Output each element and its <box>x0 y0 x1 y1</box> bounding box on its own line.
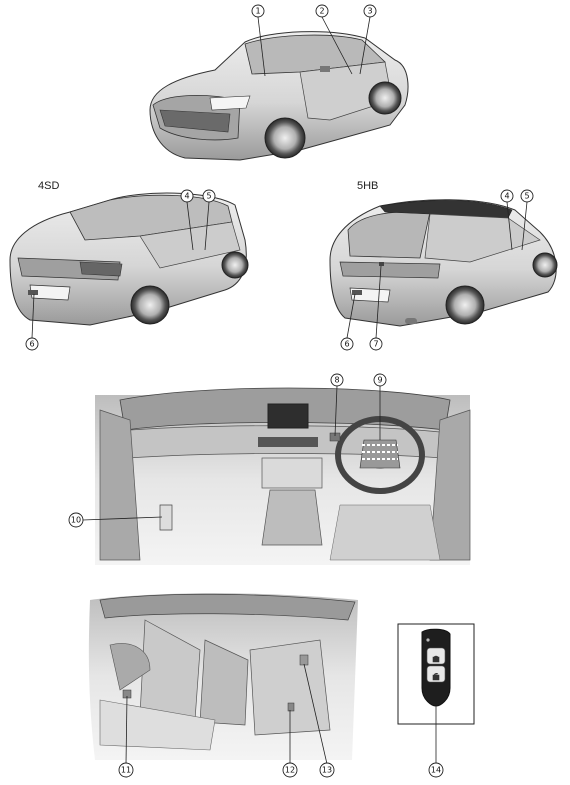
svg-text:13: 13 <box>322 766 332 775</box>
callout-14: 14 <box>428 762 444 778</box>
dashboard-interior <box>95 387 471 565</box>
svg-text:14: 14 <box>431 766 441 775</box>
leader-lines <box>31 16 528 765</box>
svg-text:8: 8 <box>334 376 339 385</box>
svg-text:9: 9 <box>377 376 382 385</box>
svg-text:5: 5 <box>524 192 529 201</box>
callout-6-hatchback: 6 <box>340 337 354 351</box>
callout-2: 2 <box>315 4 329 18</box>
sedan-rear-view <box>9 192 249 326</box>
svg-text:2: 2 <box>319 7 324 16</box>
callout-5-hatchback: 5 <box>520 189 534 203</box>
callout-3: 3 <box>363 4 377 18</box>
callout-markers: 1 2 3 4 5 4 5 6 6 7 8 9 10 11 12 13 14 <box>25 4 534 778</box>
callout-11: 11 <box>118 762 134 778</box>
svg-text:7: 7 <box>373 340 378 349</box>
callout-5-sedan: 5 <box>202 189 216 203</box>
key-fob-panel <box>397 623 475 725</box>
callout-13: 13 <box>319 762 335 778</box>
front-view-car <box>149 31 409 161</box>
svg-text:4: 4 <box>504 192 509 201</box>
callout-4-sedan: 4 <box>180 189 194 203</box>
svg-text:5: 5 <box>206 192 211 201</box>
callout-4-hatchback: 4 <box>500 189 514 203</box>
svg-text:6: 6 <box>344 340 349 349</box>
svg-text:10: 10 <box>71 516 81 525</box>
callout-7: 7 <box>369 337 383 351</box>
svg-text:4: 4 <box>184 192 189 201</box>
svg-text:11: 11 <box>121 766 131 775</box>
callout-6-sedan: 6 <box>25 337 39 351</box>
callout-10: 10 <box>68 512 84 528</box>
svg-text:1: 1 <box>255 7 260 16</box>
callout-1: 1 <box>251 4 265 18</box>
svg-text:12: 12 <box>285 766 295 775</box>
hatchback-rear-view <box>329 199 558 327</box>
variant-label-4sd: 4SD <box>38 180 59 192</box>
svg-text:6: 6 <box>29 340 34 349</box>
callout-9: 9 <box>373 373 387 387</box>
svg-text:3: 3 <box>367 7 372 16</box>
callout-12: 12 <box>282 762 298 778</box>
callout-8: 8 <box>330 373 344 387</box>
cabin-side-interior <box>88 593 359 760</box>
variant-label-5hb: 5HB <box>357 180 378 192</box>
